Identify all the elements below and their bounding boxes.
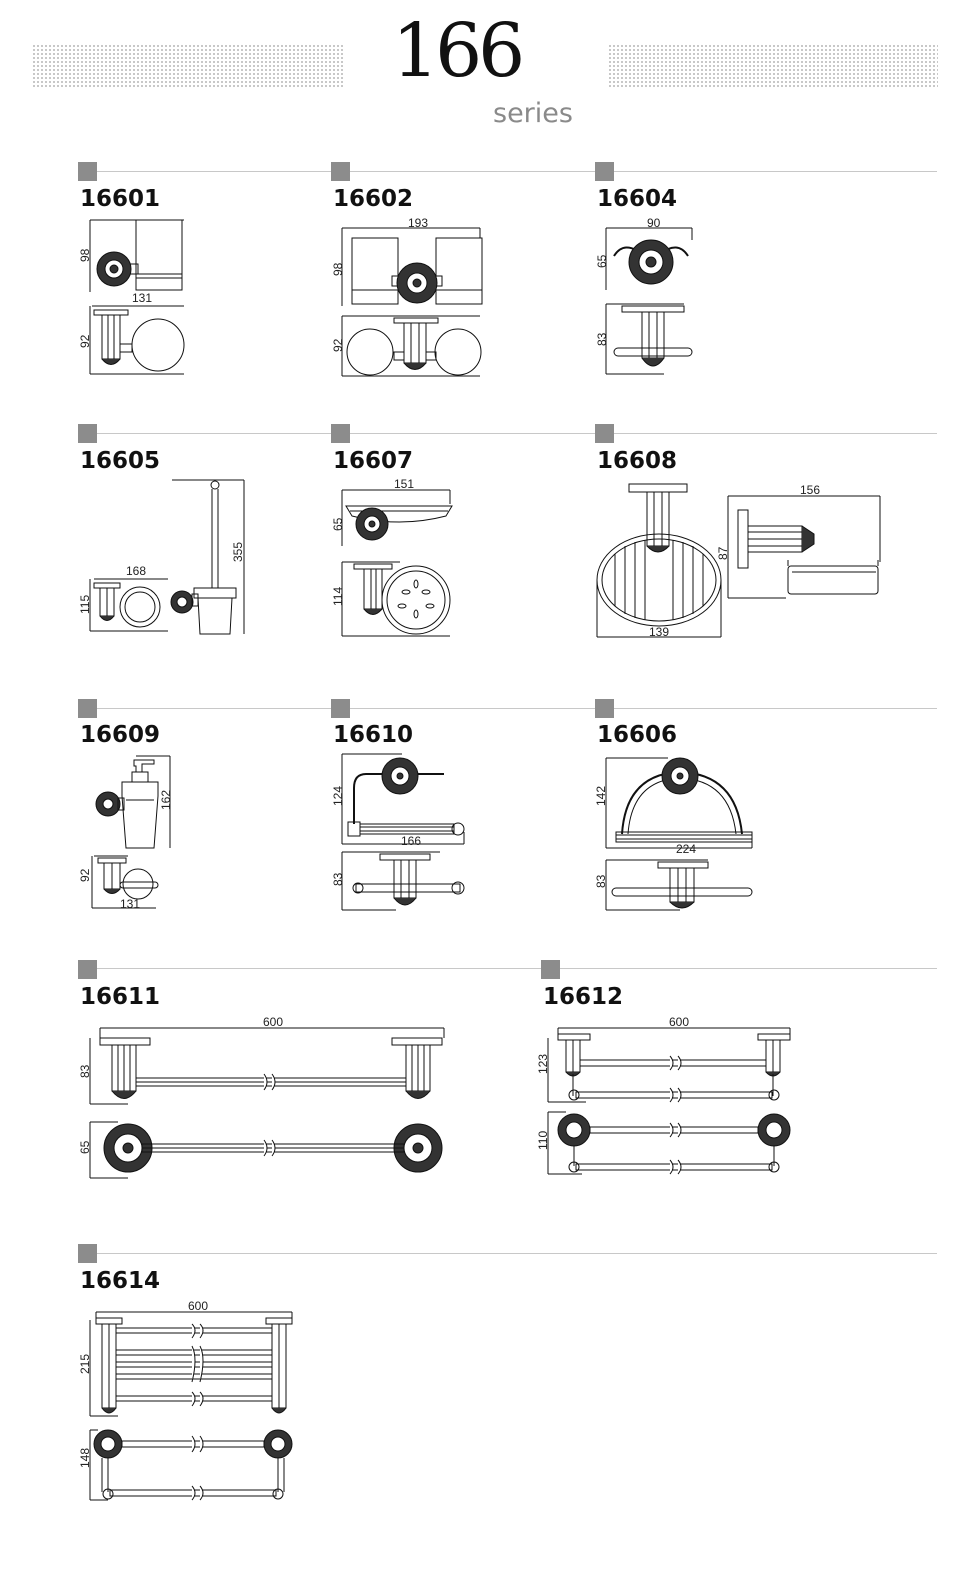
dim-width-16601: 131 xyxy=(132,291,153,305)
product-marker xyxy=(541,960,560,979)
dim-width-16614: 600 xyxy=(188,1299,209,1313)
drawing-16605-front xyxy=(168,476,248,638)
dim-height-16601: 98 xyxy=(78,248,92,262)
product-code-16609: 16609 xyxy=(80,722,161,748)
drawing-16611-front xyxy=(88,1118,450,1182)
dim-height-16605: 355 xyxy=(231,541,245,562)
product-code-16605: 16605 xyxy=(80,448,161,474)
drawing-16602-front xyxy=(340,226,485,308)
section-rule-3 xyxy=(87,708,937,709)
dim-height-16607: 65 xyxy=(331,517,345,531)
product-marker xyxy=(595,162,614,181)
drawing-16606-front xyxy=(604,756,756,852)
product-marker xyxy=(331,699,350,718)
dim-depth-16605: 115 xyxy=(78,594,92,614)
dim-depth-16601: 92 xyxy=(78,334,92,348)
dim-depth-16611: 65 xyxy=(78,1140,92,1154)
drawing-16601-side xyxy=(88,300,188,378)
series-label: series xyxy=(493,98,573,129)
drawing-16609-front xyxy=(92,752,174,852)
dim-depth-16609: 92 xyxy=(78,868,92,882)
dim-depth-16610: 83 xyxy=(331,872,345,886)
drawing-16612-side xyxy=(546,1024,796,1106)
section-rule-5 xyxy=(87,1253,937,1254)
drawing-16610-side xyxy=(340,848,470,914)
product-code-16610: 16610 xyxy=(333,722,414,748)
product-marker xyxy=(78,960,97,979)
product-code-16614: 16614 xyxy=(80,1268,161,1294)
dim-depth-16604: 83 xyxy=(595,332,609,346)
product-marker xyxy=(78,424,97,443)
product-marker xyxy=(78,162,97,181)
product-code-16606: 16606 xyxy=(597,722,678,748)
drawing-16604-front xyxy=(604,226,696,294)
drawing-16610-front xyxy=(340,752,470,848)
dim-height-16609: 162 xyxy=(159,789,173,810)
dim-height-16611: 83 xyxy=(78,1064,92,1078)
product-marker xyxy=(595,424,614,443)
dim-depth-16606: 83 xyxy=(594,874,608,888)
drawing-16607-front xyxy=(340,486,454,550)
product-code-16604: 16604 xyxy=(597,186,678,212)
dim-width-16608-side: 156 xyxy=(800,483,821,497)
drawing-16614-front xyxy=(88,1426,298,1504)
drawing-16607-side xyxy=(340,558,454,640)
dim-depth-16607: 114 xyxy=(331,586,345,606)
dim-width-16609: 131 xyxy=(120,897,141,911)
dim-depth-16612: 110 xyxy=(536,1130,550,1150)
drawing-16608-front xyxy=(593,482,725,640)
drawing-16608-side xyxy=(726,492,886,602)
product-code-16608: 16608 xyxy=(597,448,678,474)
drawing-16601-front xyxy=(88,214,188,296)
dot-pattern-right xyxy=(608,44,938,88)
product-code-16601: 16601 xyxy=(80,186,161,212)
dim-width-16608-front: 139 xyxy=(649,625,670,639)
dim-width-16604: 90 xyxy=(647,216,661,230)
product-marker xyxy=(595,699,614,718)
product-marker xyxy=(78,1244,97,1263)
drawing-16606-side xyxy=(604,856,756,914)
dim-width-16612: 600 xyxy=(669,1015,690,1029)
dot-pattern-left xyxy=(32,44,344,88)
drawing-16609-side xyxy=(88,852,160,912)
dim-height-16614: 215 xyxy=(78,1353,92,1374)
drawing-16611-side xyxy=(88,1024,450,1108)
dim-height-16612: 123 xyxy=(536,1053,550,1074)
drawing-16605-side xyxy=(88,575,172,635)
dim-width-16605: 168 xyxy=(126,564,147,578)
section-rule-1 xyxy=(87,171,937,172)
dim-width-16610: 166 xyxy=(401,834,422,848)
dim-height-16610: 124 xyxy=(331,785,345,806)
dim-width-16606: 224 xyxy=(676,842,697,856)
section-rule-2 xyxy=(87,433,937,434)
dim-height-16602: 98 xyxy=(331,262,345,276)
dim-height-16604: 65 xyxy=(595,254,609,268)
product-code-16612: 16612 xyxy=(543,984,624,1010)
drawing-16612-front xyxy=(546,1108,796,1178)
dim-width-16611: 600 xyxy=(263,1015,284,1029)
product-marker xyxy=(331,162,350,181)
section-rule-4 xyxy=(87,968,937,969)
product-marker xyxy=(78,699,97,718)
drawing-16614-side xyxy=(88,1308,298,1420)
product-code-16602: 16602 xyxy=(333,186,414,212)
dim-height-16606: 142 xyxy=(594,785,608,806)
dim-depth-16602: 92 xyxy=(331,338,345,352)
dim-depth-16614: 148 xyxy=(78,1447,92,1468)
dim-height-16608: 87 xyxy=(716,546,730,560)
product-code-16607: 16607 xyxy=(333,448,414,474)
product-code-16611: 16611 xyxy=(80,984,161,1010)
product-marker xyxy=(331,424,350,443)
series-number: 166 xyxy=(392,8,525,94)
drawing-16602-side xyxy=(340,312,485,380)
dim-width-16602: 193 xyxy=(408,216,429,230)
dim-width-16607: 151 xyxy=(394,477,415,491)
drawing-16604-side xyxy=(604,300,696,378)
